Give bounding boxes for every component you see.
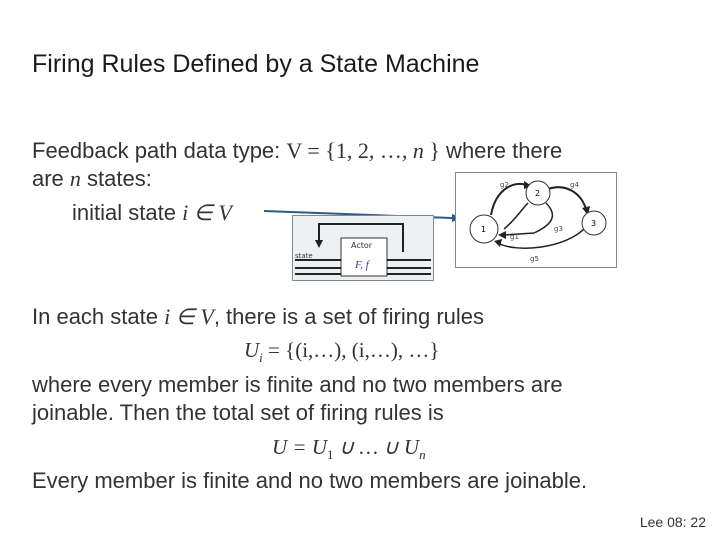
edge-label-g5: g5 [530, 255, 539, 263]
edge-label-g4: g4 [570, 181, 579, 189]
slide-number: Lee 08: 22 [639, 514, 706, 530]
math-n: n [412, 138, 424, 163]
line-initial-state: initial state i ∈ V [72, 200, 232, 226]
math-i-in-V: i ∈ V [164, 304, 214, 329]
math-n: n [69, 166, 81, 191]
math-eq: = U [287, 435, 328, 459]
state-1: 1 [481, 225, 486, 234]
math-sub-1: 1 [327, 447, 334, 463]
line-every-member: where every member is finite and no two … [32, 372, 563, 397]
math-U: U [272, 435, 288, 459]
slide-title: Firing Rules Defined by a State Machine [32, 50, 480, 78]
math-i-in-V: i ∈ V [182, 200, 232, 225]
math-V-set: V = {1, 2, …, [286, 138, 413, 163]
line-joinable: joinable. Then the total set of firing r… [32, 400, 444, 425]
text: initial state [72, 200, 183, 225]
math-close: } [423, 138, 440, 163]
line-feedback-type: Feedback path data type: V = {1, 2, …, n… [32, 138, 562, 164]
line-each-state: In each state i ∈ V, there is a set of f… [32, 304, 484, 330]
math-union: ∪ … ∪ U [333, 435, 420, 459]
actor-label: Actor [351, 241, 373, 250]
text: In each state [32, 304, 165, 329]
math-set: = {(i,…), (i,…), …} [262, 338, 440, 362]
equation-U: U = U1 ∪ … ∪ Un [272, 435, 426, 463]
actor-figure: Actor state F, f [292, 215, 434, 281]
text: where there [439, 138, 563, 163]
math-U: U [244, 338, 260, 362]
state-3: 3 [591, 219, 596, 228]
func-label: F, f [354, 259, 371, 271]
line-conclusion: Every member is finite and no two member… [32, 468, 588, 493]
text: , there is a set of firing rules [213, 304, 485, 329]
edge-label-g1: g1 [510, 233, 519, 241]
math-sub-n: n [419, 447, 426, 463]
line-states: are n states: [32, 166, 152, 192]
edge-label-g3: g3 [554, 225, 563, 233]
state-diagram: 1 2 3 g2 g4 g1 g3 g5 [455, 172, 617, 268]
state-2: 2 [535, 189, 540, 198]
text: are [32, 166, 70, 191]
edge-label-g2: g2 [500, 181, 509, 189]
equation-Ui: Ui = {(i,…), (i,…), …} [244, 338, 439, 366]
text: Feedback path data type: [32, 138, 287, 163]
math-sub-i: i [259, 350, 263, 366]
text: states: [80, 166, 152, 191]
state-label: state [295, 252, 313, 260]
